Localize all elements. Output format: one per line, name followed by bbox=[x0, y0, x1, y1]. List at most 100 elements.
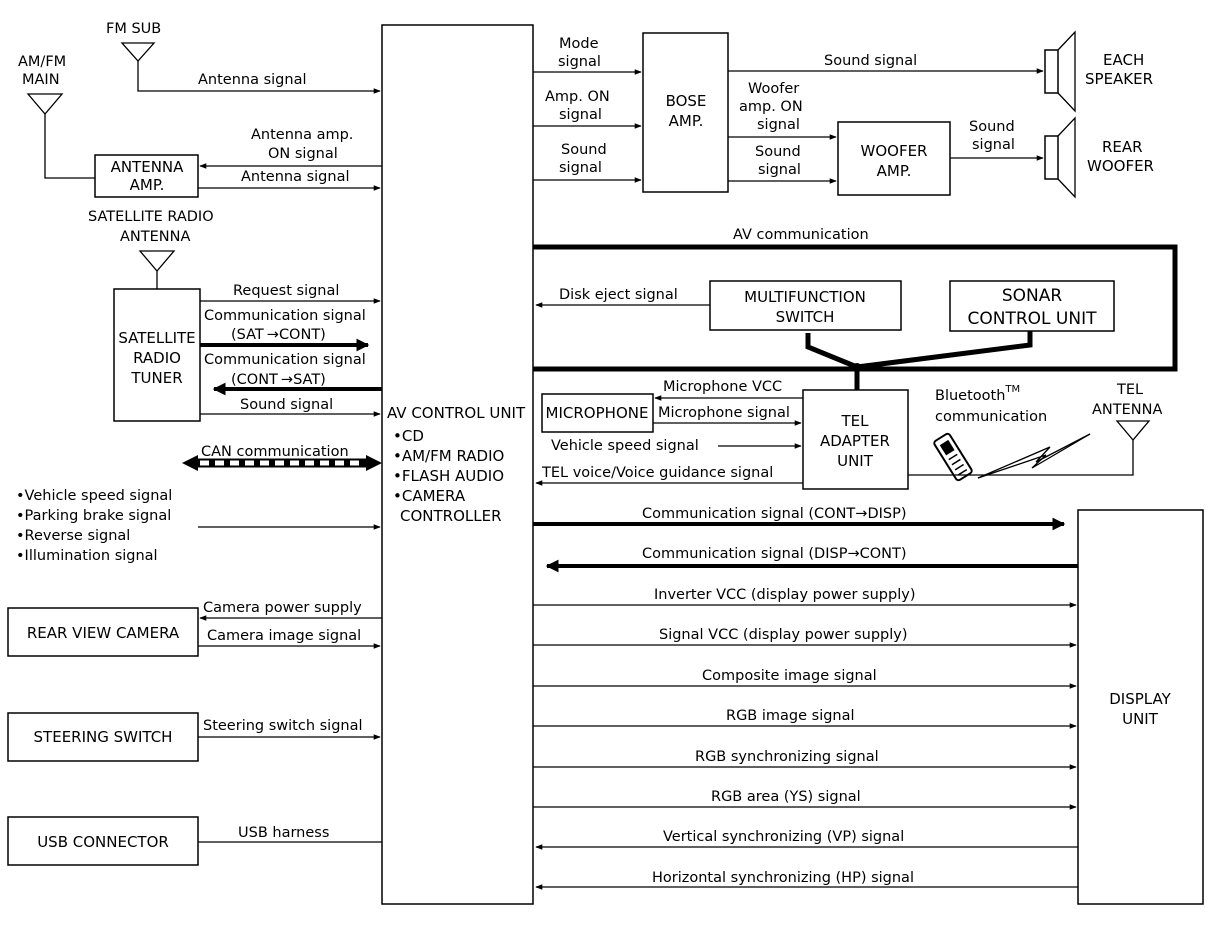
svg-text:signal: signal bbox=[559, 107, 602, 123]
rear-view-camera: REAR VIEW CAMERA bbox=[7, 607, 199, 657]
display-signal-label: RGB synchronizing signal bbox=[695, 749, 879, 765]
svg-text:(SAT→CONT): (SAT→CONT) bbox=[231, 327, 326, 343]
mobile-phone-icon bbox=[933, 432, 973, 482]
can-communication-bus: CAN communication bbox=[182, 444, 382, 471]
svg-text:BOSE: BOSE bbox=[666, 92, 707, 110]
steering-switch: STEERING SWITCH bbox=[7, 712, 199, 762]
display-signal-label: Vertical synchronizing (VP) signal bbox=[663, 829, 904, 845]
svg-text:signal: signal bbox=[559, 160, 602, 176]
amp-on-signal: Amp. ON bbox=[545, 89, 610, 105]
satellite-radio-antenna: SATELLITE RADIO ANTENNA bbox=[88, 209, 214, 289]
multifunction-switch: MULTIFUNCTION SWITCH bbox=[709, 280, 902, 331]
microphone: MICROPHONE bbox=[541, 393, 654, 433]
tel-adapter-unit: TEL ADAPTER UNIT bbox=[802, 389, 909, 490]
usb-harness: USB harness bbox=[238, 825, 329, 841]
svg-text:SPEAKER: SPEAKER bbox=[1085, 70, 1153, 88]
bluetooth-label: BluetoothTM bbox=[935, 384, 1020, 404]
svg-text:ANTENNA: ANTENNA bbox=[120, 229, 190, 245]
antenna-signal-fm: Antenna signal bbox=[198, 72, 306, 88]
av-control-unit: AV CONTROL UNIT •CD •AM/FM RADIO •FLASH … bbox=[381, 24, 534, 905]
svg-text:SWITCH: SWITCH bbox=[776, 308, 835, 326]
svg-text:AMP.: AMP. bbox=[669, 112, 704, 130]
antenna-signal-amp: Antenna signal bbox=[241, 169, 349, 185]
woofer-amp-on-signal: Woofer bbox=[748, 81, 799, 97]
speaker-icon bbox=[1044, 30, 1076, 113]
display-signal-label: RGB image signal bbox=[726, 708, 855, 724]
svg-text:TUNER: TUNER bbox=[130, 369, 182, 387]
display-signal-label: Signal VCC (display power supply) bbox=[659, 627, 908, 643]
svg-text:signal: signal bbox=[972, 137, 1015, 153]
svg-text:TEL: TEL bbox=[841, 412, 870, 430]
comm-cont-sat-signal: Communication signal bbox=[204, 352, 366, 368]
svg-text:SONAR: SONAR bbox=[1002, 286, 1063, 306]
svg-text:WOOFER: WOOFER bbox=[861, 142, 928, 160]
fm-sub-label: FM SUB bbox=[106, 21, 161, 37]
svg-text:signal: signal bbox=[758, 162, 801, 178]
sound-signal-woofer-out: Sound bbox=[969, 119, 1015, 135]
camera-power-supply: Camera power supply bbox=[203, 600, 362, 616]
rear-woofer-label: REAR bbox=[1102, 138, 1143, 156]
lightning-bolt-icon bbox=[977, 433, 1091, 479]
tel-voice-signal: TEL voice/Voice guidance signal bbox=[541, 465, 773, 481]
amfm-main-antenna: AM/FM MAIN bbox=[18, 54, 95, 179]
display-unit: DISPLAY UNIT bbox=[1077, 509, 1204, 905]
svg-text:AMP.: AMP. bbox=[877, 162, 912, 180]
svg-text:MAIN: MAIN bbox=[22, 72, 60, 88]
antenna-icon bbox=[138, 250, 176, 273]
sound-signal-bose-in: Sound bbox=[561, 142, 607, 158]
svg-text:(CONT→SAT): (CONT→SAT) bbox=[231, 372, 326, 388]
vehicle-speed-signal: Vehicle speed signal bbox=[551, 438, 699, 454]
svg-text:CAN communication: CAN communication bbox=[201, 444, 349, 460]
svg-text:ANTENNA: ANTENNA bbox=[1092, 402, 1162, 418]
svg-text:DISPLAY: DISPLAY bbox=[1109, 690, 1171, 708]
av-control-unit-title: AV CONTROL UNIT bbox=[387, 404, 526, 422]
av-control-item-cd: •CD bbox=[393, 427, 424, 445]
svg-text:ANTENNA: ANTENNA bbox=[111, 158, 185, 176]
display-signal-label: Communication signal (DISP→CONT) bbox=[642, 546, 907, 562]
svg-text:SATELLITE: SATELLITE bbox=[118, 329, 195, 347]
sound-signal-woofer-in: Sound bbox=[755, 144, 801, 160]
camera-image-signal: Camera image signal bbox=[207, 628, 361, 644]
antenna-amp-on-signal: Antenna amp. bbox=[251, 127, 353, 143]
av-control-item-controller: CONTROLLER bbox=[400, 507, 502, 525]
svg-text:REAR VIEW CAMERA: REAR VIEW CAMERA bbox=[27, 624, 180, 642]
sound-signal-sat: Sound signal bbox=[240, 397, 333, 413]
bluetooth-communication-label: communication bbox=[935, 409, 1047, 425]
antenna-icon bbox=[120, 42, 156, 62]
svg-text:USB CONNECTOR: USB CONNECTOR bbox=[37, 833, 169, 851]
svg-text:ON signal: ON signal bbox=[268, 146, 338, 162]
svg-text:WOOFER: WOOFER bbox=[1087, 157, 1154, 175]
vehicle-input-signals: •Vehicle speed signal •Parking brake sig… bbox=[16, 488, 381, 564]
av-control-item-flash: •FLASH AUDIO bbox=[393, 467, 504, 485]
svg-text:MICROPHONE: MICROPHONE bbox=[546, 404, 649, 422]
steering-switch-signal: Steering switch signal bbox=[203, 718, 363, 734]
comm-sat-cont-signal: Communication signal bbox=[204, 308, 366, 324]
svg-text:TEL: TEL bbox=[1116, 382, 1143, 398]
svg-text:ADAPTER: ADAPTER bbox=[820, 432, 890, 450]
svg-text:STEERING SWITCH: STEERING SWITCH bbox=[34, 728, 173, 746]
bose-amp: BOSE AMP. bbox=[642, 32, 729, 193]
svg-text:•Parking brake signal: •Parking brake signal bbox=[16, 508, 171, 524]
svg-text:AMP.: AMP. bbox=[130, 176, 165, 194]
sonar-control-unit: SONAR CONTROL UNIT bbox=[949, 280, 1115, 332]
display-signals: Communication signal (CONT→DISP) Communi… bbox=[533, 506, 1078, 890]
svg-text:•Vehicle speed signal: •Vehicle speed signal bbox=[16, 488, 172, 504]
svg-text:amp. ON: amp. ON bbox=[739, 99, 803, 115]
display-signal-label: RGB area (YS) signal bbox=[711, 789, 861, 805]
svg-text:MULTIFUNCTION: MULTIFUNCTION bbox=[744, 288, 866, 306]
tel-antenna: TEL ANTENNA bbox=[908, 382, 1162, 476]
antenna-icon bbox=[26, 93, 64, 116]
display-signal-label: Composite image signal bbox=[702, 668, 877, 684]
svg-text:•Illumination signal: •Illumination signal bbox=[16, 548, 158, 564]
svg-text:signal: signal bbox=[757, 117, 800, 133]
svg-text:RADIO: RADIO bbox=[133, 349, 181, 367]
av-control-item-camera: •CAMERA bbox=[393, 487, 466, 505]
request-signal: Request signal bbox=[233, 283, 339, 299]
display-signal-label: Communication signal (CONT→DISP) bbox=[642, 506, 907, 522]
microphone-signal: Microphone signal bbox=[658, 405, 790, 421]
svg-text:SATELLITE RADIO: SATELLITE RADIO bbox=[88, 209, 214, 225]
woofer-amp: WOOFER AMP. bbox=[837, 121, 951, 196]
svg-text:•Reverse signal: •Reverse signal bbox=[16, 528, 130, 544]
disk-eject-signal: Disk eject signal bbox=[559, 287, 678, 303]
